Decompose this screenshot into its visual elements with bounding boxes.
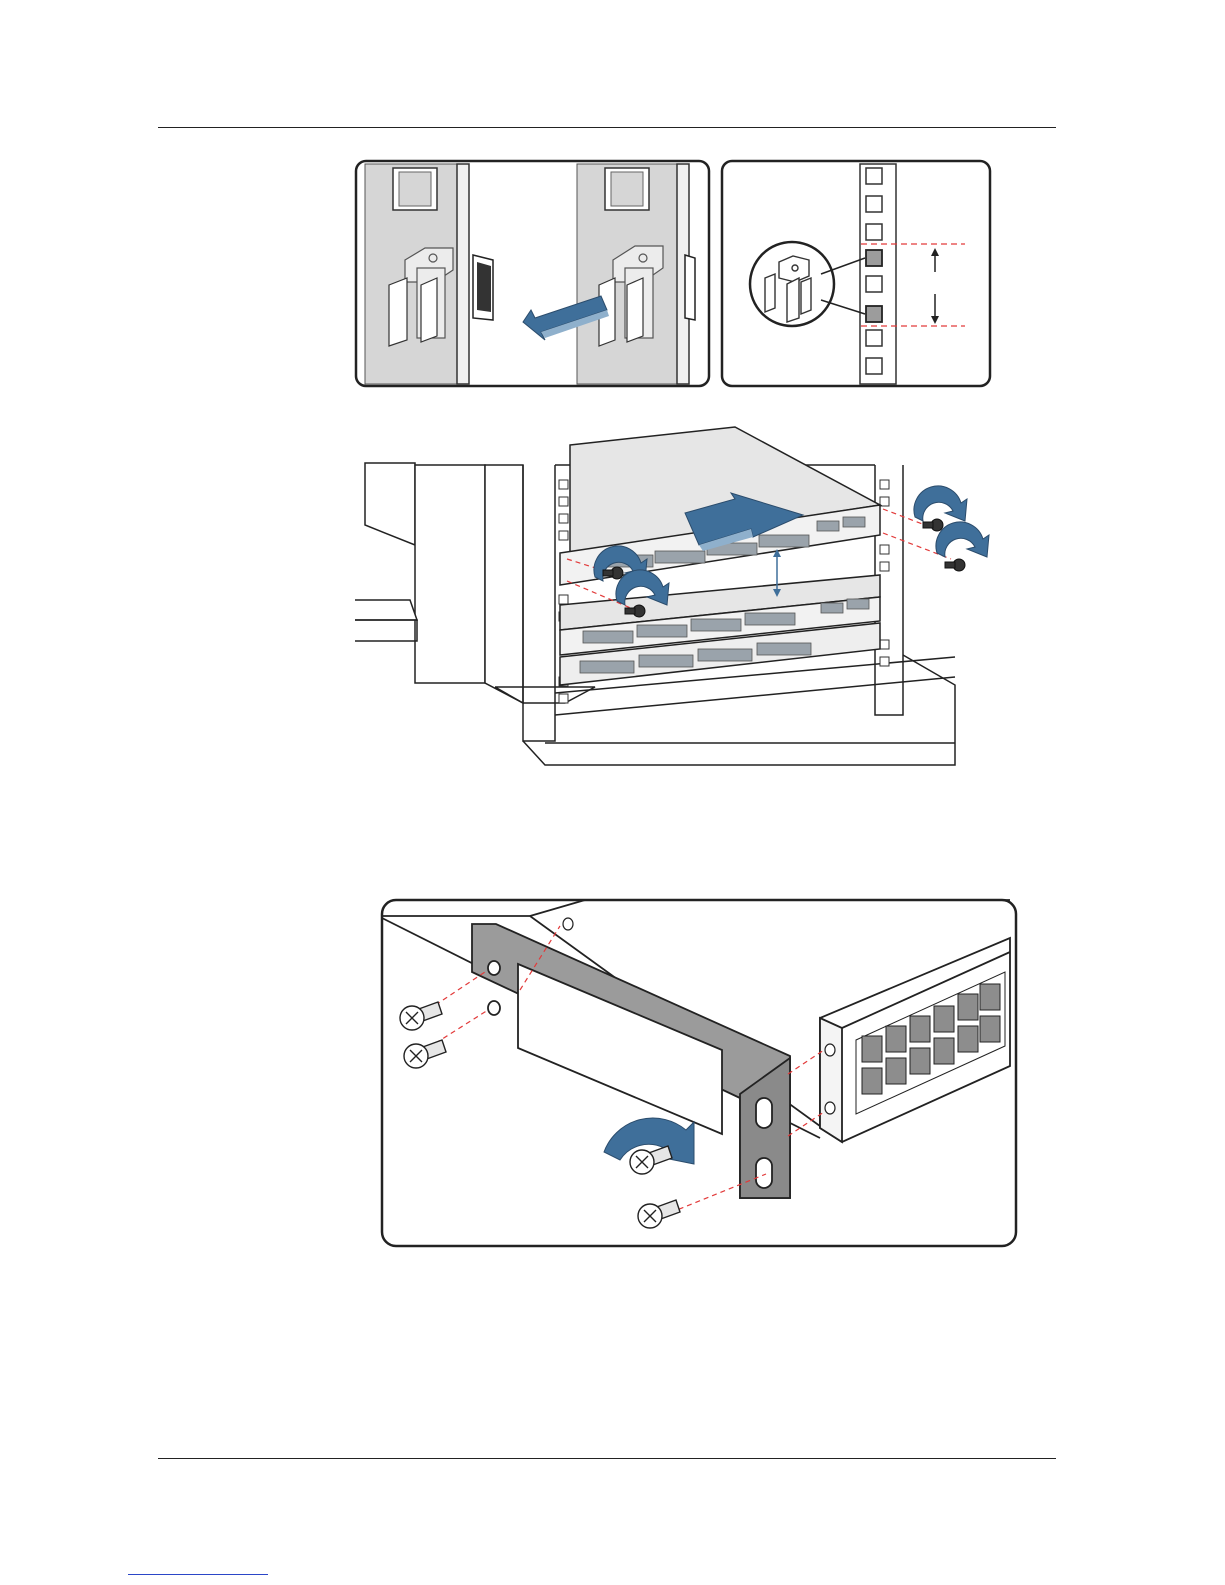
mounting-bracket-attachment-figure: [380, 898, 1020, 1250]
footer-link-underline[interactable]: [128, 1574, 268, 1575]
device-rack-mounting-figure: [355, 425, 995, 785]
footer-rule: [158, 1458, 1056, 1459]
cage-nut-position-panel: [722, 161, 990, 386]
cage-nut-insert-panel: [356, 161, 709, 386]
header-rule: [158, 127, 1056, 128]
cage-nut-installation-figure: [355, 160, 995, 390]
